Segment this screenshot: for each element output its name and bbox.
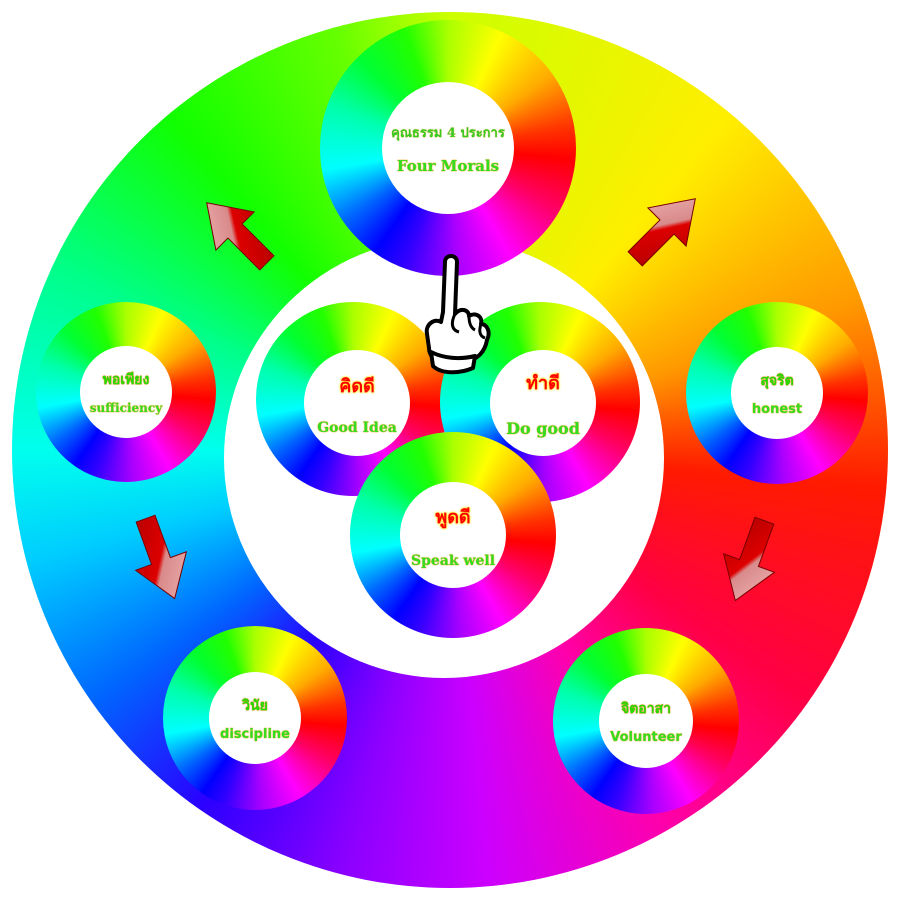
- moral-wheel-honest: สุจริต honest: [686, 302, 868, 484]
- center-thai: พูดดี: [435, 506, 471, 528]
- title-thai: คุณธรรม 4 ประการ: [391, 125, 505, 141]
- moral-hub: จิตอาสา Volunteer: [599, 674, 693, 768]
- title-english: Four Morals: [396, 156, 500, 175]
- moral-wheel-discipline: วินัย discipline: [163, 626, 347, 810]
- arrow-down-left-icon: [206, 202, 275, 271]
- moral-hub: สุจริต honest: [731, 347, 823, 439]
- moral-english: discipline: [220, 726, 290, 742]
- moral-thai: วินัย: [242, 697, 268, 714]
- center-hub: ทำดี Do good: [490, 350, 596, 456]
- center-english: Do good: [506, 419, 580, 438]
- center-hub: พูดดี Speak well: [400, 482, 506, 588]
- moral-english: honest: [751, 401, 803, 417]
- title-hub: คุณธรรม 4 ประการ Four Morals: [382, 82, 514, 214]
- center-wheel-speak-well: พูดดี Speak well: [350, 432, 556, 638]
- center-hub: คิดดี Good Idea: [304, 350, 410, 456]
- arrow-down-right-icon: [134, 514, 188, 600]
- title-wheel: คุณธรรม 4 ประการ Four Morals: [320, 20, 576, 276]
- arrow-down-left-icon: [722, 516, 776, 602]
- moral-english: Volunteer: [610, 729, 682, 745]
- moral-hub: วินัย discipline: [209, 672, 301, 764]
- pointing-hand-icon: [424, 254, 491, 375]
- moral-thai: จิตอาสา: [621, 700, 671, 717]
- center-english: Good Idea: [317, 419, 397, 436]
- moral-hub: พอเพียง sufficiency: [80, 346, 172, 438]
- moral-wheel-volunteer: จิตอาสา Volunteer: [553, 628, 739, 814]
- moral-english: sufficiency: [89, 401, 163, 415]
- moral-wheel-sufficiency: พอเพียง sufficiency: [36, 302, 216, 482]
- moral-thai: พอเพียง: [102, 372, 150, 388]
- arrow-down-right-icon: [627, 198, 696, 267]
- center-english: Speak well: [410, 552, 496, 569]
- center-thai: คิดดี: [339, 375, 375, 397]
- center-thai: ทำดี: [526, 373, 560, 394]
- moral-thai: สุจริต: [760, 372, 794, 389]
